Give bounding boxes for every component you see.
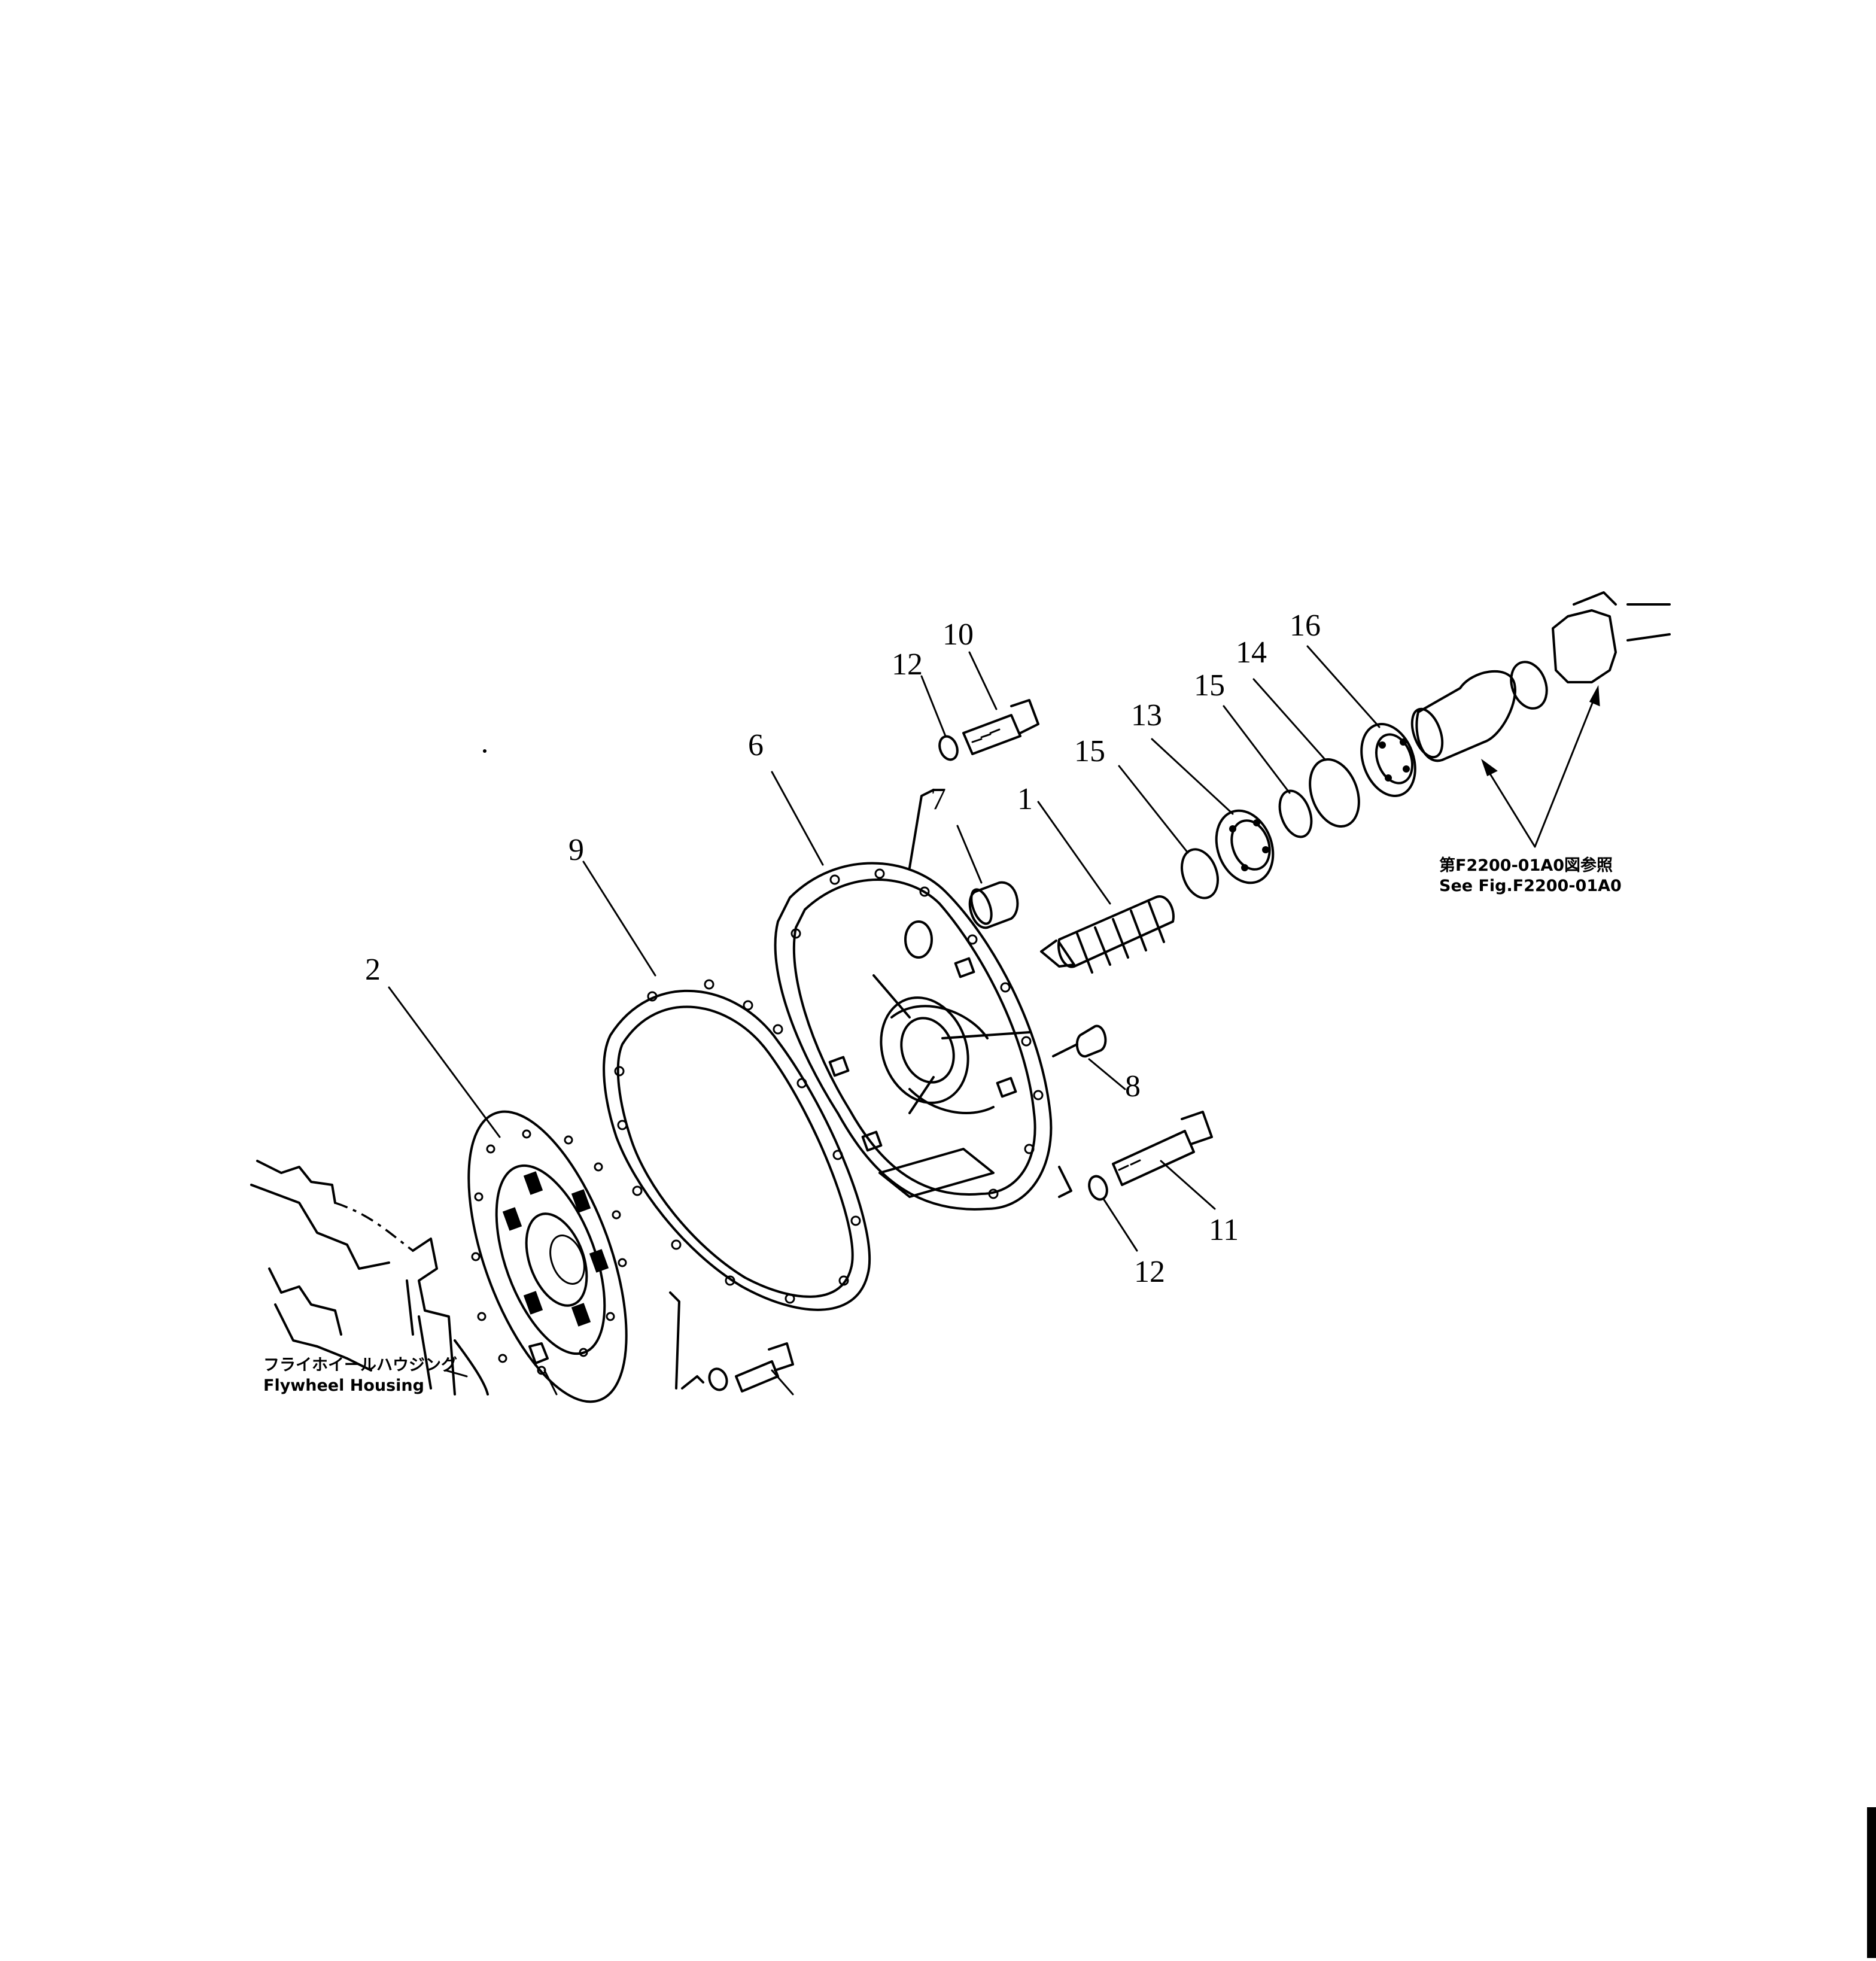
callout-10: 10 — [942, 618, 974, 652]
callout-8: 8 — [1125, 1069, 1141, 1103]
callout-13: 13 — [1131, 698, 1162, 732]
callout-2: 2 — [365, 953, 381, 987]
snap-ring-part-15-left — [1181, 848, 1219, 899]
callout-1: 1 — [1017, 782, 1033, 816]
flywheel-housing-label-jp: フライホイールハウジング — [263, 1356, 457, 1375]
referenced-coupling — [1410, 591, 1671, 762]
bolt-part-11 — [1112, 1111, 1213, 1186]
gasket-part-9 — [603, 979, 871, 1311]
see-figure-note-en: See Fig.F2200-01A0 — [1439, 876, 1622, 895]
bolt-part-10 — [962, 699, 1039, 755]
callout-9: 9 — [568, 833, 584, 867]
callout-7: 7 — [931, 782, 946, 816]
shaft-part-1 — [1040, 895, 1175, 974]
flywheel-housing — [250, 1160, 489, 1395]
plug-part-7 — [968, 881, 1019, 929]
nipple-part-8 — [1052, 1024, 1107, 1058]
callout-15-right: 15 — [1194, 668, 1225, 703]
clutch-disc-part-2 — [467, 1110, 628, 1403]
callout-11: 11 — [1209, 1213, 1239, 1247]
callout-14: 14 — [1236, 636, 1267, 670]
callout-15-left: 15 — [1074, 734, 1105, 768]
bearing-part-16 — [1360, 722, 1416, 798]
flywheel-housing-label-en: Flywheel Housing — [263, 1376, 424, 1395]
callout-16: 16 — [1290, 609, 1321, 643]
flywheel-housing-label: フライホイールハウジング Flywheel Housing — [263, 1355, 457, 1396]
snap-ring-part-14 — [1309, 758, 1360, 828]
see-figure-note-jp: 第F2200-01A0図参照 — [1439, 856, 1613, 875]
washer-part-12-top — [938, 735, 959, 761]
bottom-partial-parts — [528, 1291, 794, 1395]
callout-6: 6 — [748, 728, 764, 762]
leader-lines — [388, 645, 1600, 1378]
callout-12-top: 12 — [892, 647, 923, 682]
see-figure-note: 第F2200-01A0図参照 See Fig.F2200-01A0 — [1439, 856, 1622, 896]
washer-part-12-bottom — [1088, 1175, 1108, 1201]
bearing-part-13 — [1215, 809, 1275, 884]
callout-12-bottom: 12 — [1134, 1255, 1165, 1289]
cover-part-6 — [774, 789, 1072, 1211]
